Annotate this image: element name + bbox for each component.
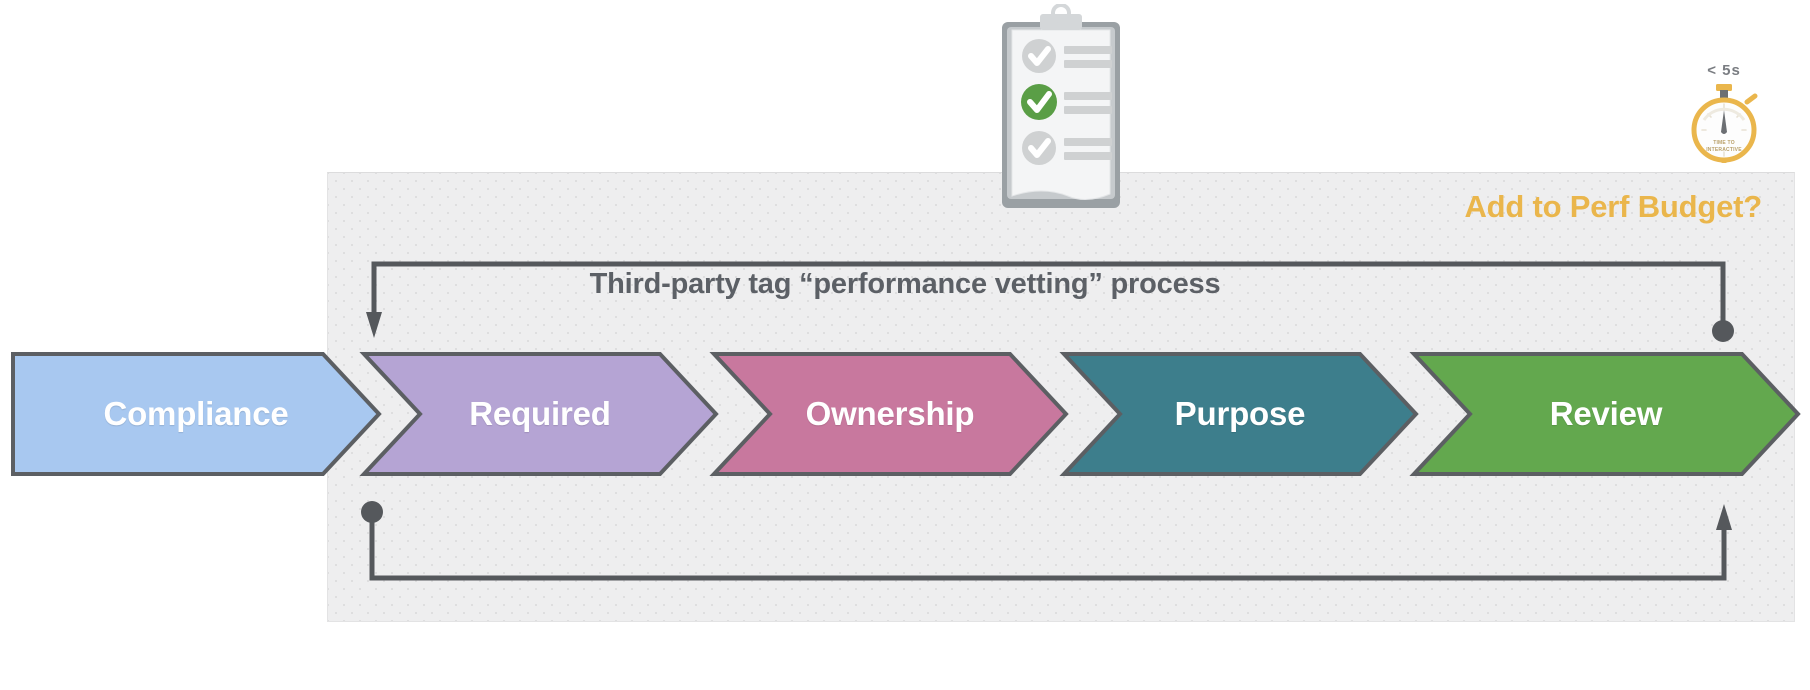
chevron-shape: [1059, 352, 1419, 476]
process-title: Third-party tag “performance vetting” pr…: [589, 268, 1221, 300]
process-step-purpose[interactable]: Purpose: [1059, 352, 1419, 476]
clipboard-item-2-checked: [1021, 84, 1112, 120]
clipboard-item-1: [1022, 39, 1112, 73]
perf-budget-question: Add to Perf Budget?: [1464, 189, 1762, 224]
clipboard-icon: [1002, 4, 1120, 208]
step-label: Required: [469, 395, 611, 432]
process-step-compliance[interactable]: Compliance: [11, 352, 382, 476]
step-label: Ownership: [805, 395, 975, 432]
process-step-required[interactable]: Required: [359, 352, 719, 476]
stopwatch-face-line-2: INTERACTIVE: [1706, 147, 1742, 153]
time-to-interactive-label: < 5s: [1707, 62, 1741, 79]
process-step-ownership[interactable]: Ownership: [709, 352, 1069, 476]
step-label: Purpose: [1174, 395, 1306, 432]
clipboard-item-3: [1022, 131, 1112, 165]
chevron-shape: [709, 352, 1069, 476]
chevron-shape: [11, 352, 382, 476]
process-step-review[interactable]: Review: [1409, 352, 1801, 476]
process-step-row: Compliance Required Ownership Purpose Re…: [0, 352, 1810, 476]
step-label: Compliance: [103, 395, 289, 432]
stopwatch-icon-group: < 5s TIME TO INTERACTIVE: [1672, 62, 1776, 172]
step-label: Review: [1549, 395, 1663, 432]
stopwatch-face-line-1: TIME TO: [1713, 140, 1735, 146]
chevron-shape: [1409, 352, 1801, 476]
stopwatch-icon: TIME TO INTERACTIVE: [1691, 84, 1758, 163]
chevron-shape: [359, 352, 719, 476]
